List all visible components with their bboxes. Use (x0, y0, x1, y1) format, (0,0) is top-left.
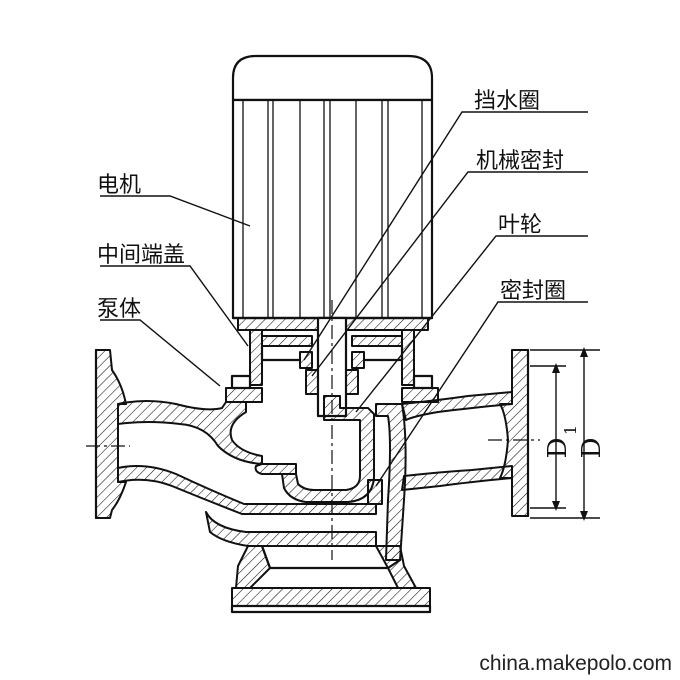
pump-body (117, 391, 513, 614)
motor (231, 54, 434, 320)
label-seal-ring: 密封圈 (500, 279, 566, 304)
inlet-flange (86, 348, 130, 520)
motor-cooling-fins (242, 100, 423, 318)
motor-fan-cover (231, 54, 434, 102)
label-mechanical-seal: 机械密封 (476, 149, 564, 174)
label-impeller: 叶轮 (498, 213, 542, 238)
outer-diameter-label: D (577, 438, 607, 459)
label-water-retaining-ring: 挡水圈 (474, 89, 540, 114)
watermark: china.makepolo.com (479, 652, 672, 675)
inner-diameter-label: D (543, 438, 573, 459)
seal-ring (367, 479, 383, 505)
outlet-flange (488, 348, 540, 518)
dimension-lines: D 1 D (530, 347, 607, 521)
inner-diameter-subscript: 1 (561, 425, 580, 435)
label-middle-end-cover: 中间端盖 (97, 243, 185, 268)
label-motor: 电机 (97, 173, 141, 198)
leader-lines (100, 111, 588, 487)
pump-shaft (316, 300, 348, 560)
impeller (254, 395, 375, 503)
motor-housing (231, 98, 434, 320)
water-retaining-ring (299, 351, 313, 369)
label-pump-body: 泵体 (97, 297, 141, 322)
